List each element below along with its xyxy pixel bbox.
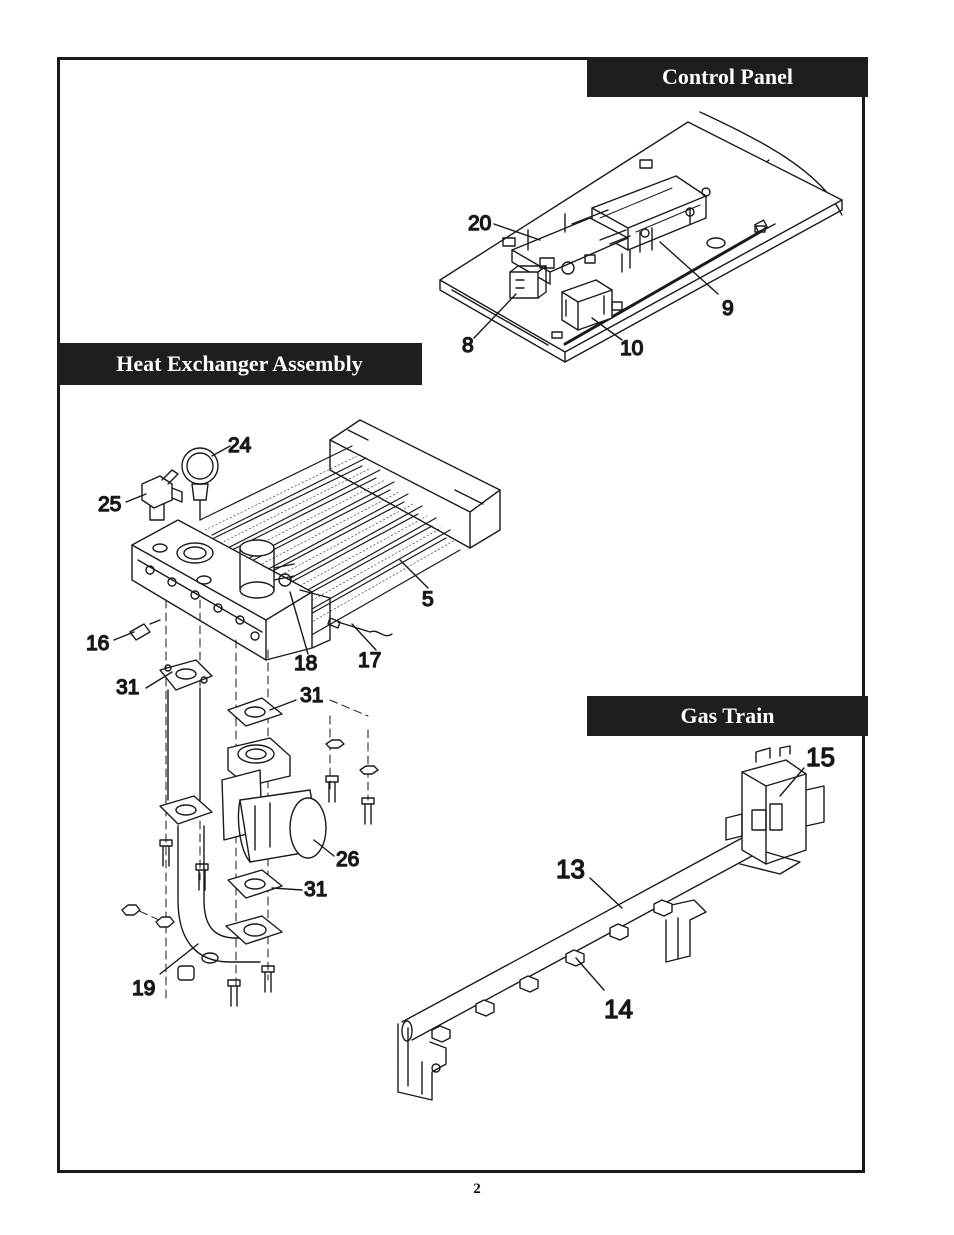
callout-13: 13 (556, 854, 585, 884)
page-frame (57, 57, 865, 1173)
page-number: 2 (473, 1181, 481, 1197)
callout-8: 8 (462, 334, 474, 357)
callout-31-lower: 31 (304, 878, 327, 901)
callout-31-middle: 31 (300, 684, 323, 707)
callout-17: 17 (358, 649, 381, 672)
callout-9: 9 (722, 297, 734, 320)
callout-15: 15 (806, 742, 835, 772)
heat-exchanger-heading: Heat Exchanger Assembly (57, 343, 422, 385)
callout-16: 16 (86, 632, 109, 655)
heat-exchanger-drawing (113, 419, 501, 661)
gas-train-drawing (397, 745, 825, 1101)
callout-20: 20 (468, 212, 491, 235)
gas-train-heading: Gas Train (587, 696, 868, 736)
control-panel-drawing (439, 111, 843, 363)
callout-18: 18 (294, 652, 317, 675)
callout-5: 5 (422, 588, 434, 611)
callout-14: 14 (604, 994, 633, 1024)
control-panel-heading: Control Panel (587, 57, 868, 97)
callout-31-upper-left: 31 (116, 676, 139, 699)
pump-piping-drawing (121, 599, 379, 1007)
callout-24: 24 (228, 434, 252, 457)
callout-19: 19 (132, 977, 155, 1000)
callout-10: 10 (620, 337, 643, 360)
callout-26: 26 (336, 848, 359, 871)
callout-25: 25 (98, 493, 121, 516)
